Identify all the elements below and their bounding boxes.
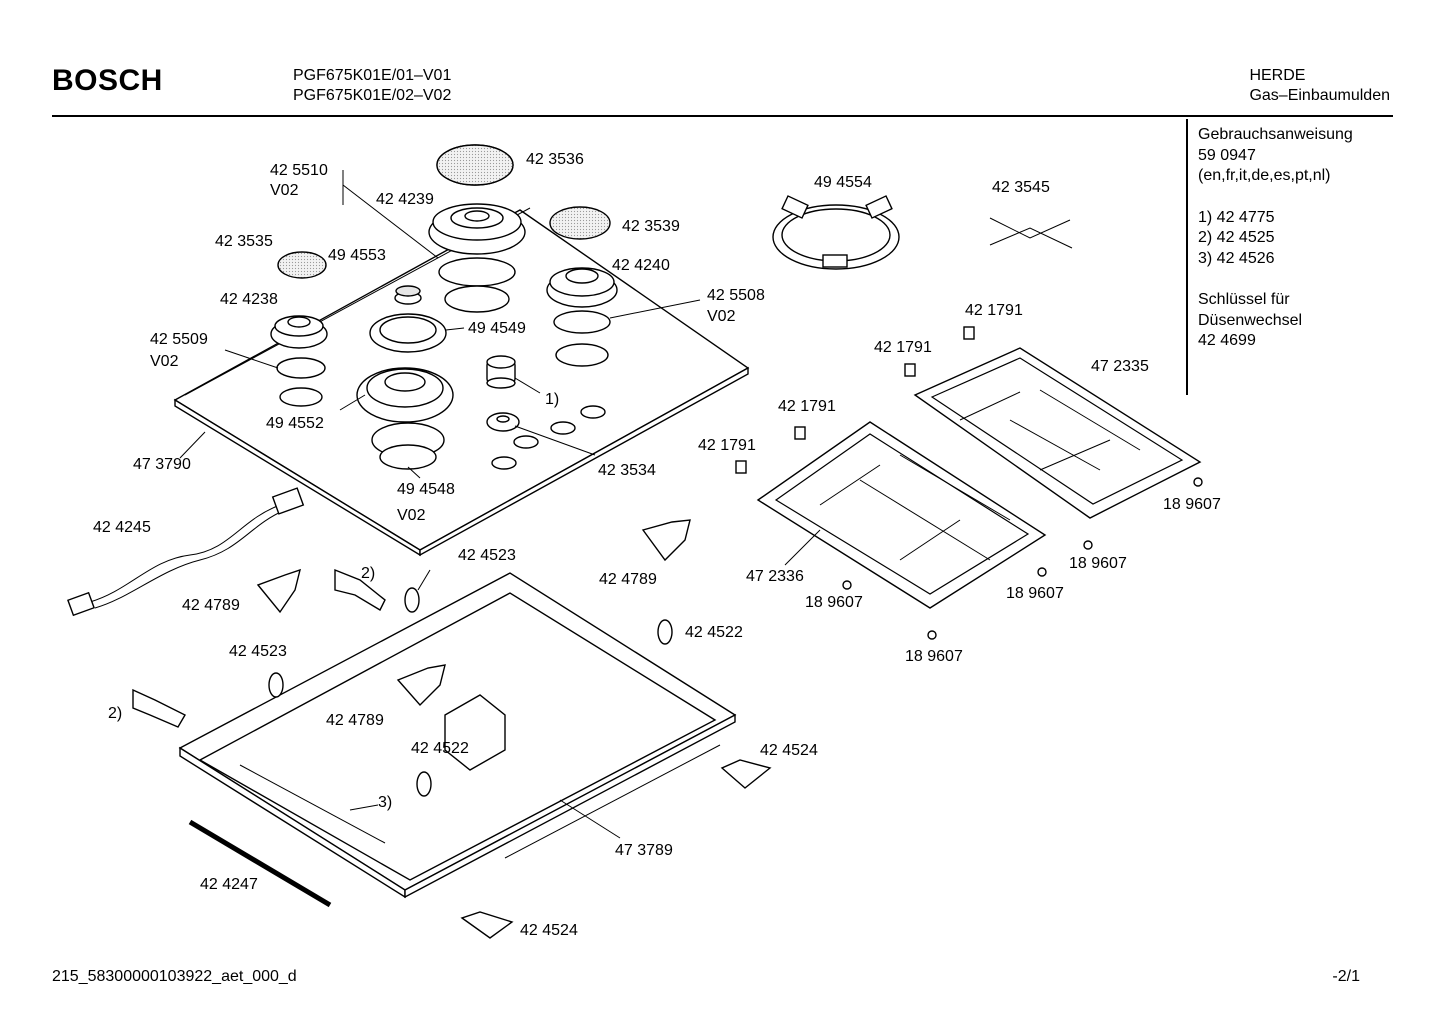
part-label: 42 4789: [599, 571, 657, 588]
part-label: 42 4522: [411, 740, 469, 757]
part-label: 2): [361, 565, 375, 582]
part-label: 42 4523: [229, 643, 287, 660]
document-id: 215_58300000103922_aet_000_d: [52, 968, 297, 985]
control-knob: [486, 355, 516, 389]
bracket-2: [132, 568, 386, 728]
key-number: 42 4699: [1198, 332, 1256, 349]
part-label: 42 3536: [526, 151, 584, 168]
part-label: 42 4523: [458, 547, 516, 564]
part-label: 18 9607: [1163, 496, 1221, 513]
part-label: 47 2335: [1091, 358, 1149, 375]
part-label: 18 9607: [1006, 585, 1064, 602]
part-label: 42 4522: [685, 624, 743, 641]
manual-languages: (en,fr,it,de,es,pt,nl): [1198, 167, 1331, 184]
part-label: 42 4239: [376, 191, 434, 208]
part-label: 42 1791: [698, 437, 756, 454]
model-number: PGF675K01E/02–V02: [293, 87, 452, 104]
part-label: 42 4789: [182, 597, 240, 614]
gasket-strip: [188, 819, 332, 908]
part-label: 1): [545, 391, 559, 408]
rubber-feet: [842, 477, 1203, 640]
part-label: 49 4553: [328, 247, 386, 264]
part-label: 47 2336: [746, 568, 804, 585]
wok-burner: [356, 367, 454, 423]
part-label: 42 3535: [215, 233, 273, 250]
manual-block: Gebrauchsanweisung 59 0947 (en,fr,it,de,…: [1188, 125, 1398, 187]
part-label: 49 4554: [814, 174, 872, 191]
part-label: 49 4549: [468, 320, 526, 337]
manual-label: Gebrauchsanweisung: [1198, 126, 1353, 143]
clip-42-1791: [735, 326, 975, 474]
power-cable: [67, 487, 305, 617]
model-number: PGF675K01E/01–V01: [293, 67, 452, 84]
burner-seal: [371, 422, 445, 470]
part-label: 2): [108, 705, 122, 722]
wok-ring: [369, 313, 447, 353]
note-item: 3) 42 4526: [1198, 249, 1275, 267]
part-label: V02: [397, 507, 426, 524]
part-label: 42 3534: [598, 462, 656, 479]
part-label: 42 4247: [200, 876, 258, 893]
part-label: 42 1791: [874, 339, 932, 356]
part-label: 42 3539: [622, 218, 680, 235]
part-label: 42 3545: [992, 179, 1050, 196]
category: HERDE Gas–Einbaumulden: [1249, 66, 1390, 106]
part-label: 18 9607: [805, 594, 863, 611]
page-number: -2/1: [1332, 968, 1360, 985]
part-label: V02: [707, 308, 736, 325]
part-label: 42 4524: [520, 922, 578, 939]
part-label: 3): [378, 794, 392, 811]
knob-flat: [486, 412, 520, 432]
burner-cap-medium: [549, 206, 611, 240]
grommets: [491, 405, 606, 470]
part-label: 18 9607: [1069, 555, 1127, 572]
part-label: 47 3790: [133, 456, 191, 473]
part-label: 42 5510: [270, 162, 328, 179]
part-label: 42 4245: [93, 519, 151, 536]
key-label: Schlüssel für: [1198, 291, 1290, 308]
part-label: 42 1791: [965, 302, 1023, 319]
key-label: Düsenwechsel: [1198, 311, 1303, 329]
part-label: 42 4789: [326, 712, 384, 729]
part-labels: 42 5510 V02 42 4239 42 3536 42 3539 42 3…: [93, 151, 1221, 939]
brand-logo: BOSCH: [52, 64, 163, 97]
key-block: Schlüssel für Düsenwechsel 42 4699: [1188, 290, 1398, 352]
note-item: 2) 42 4525: [1198, 229, 1275, 246]
leader-lines: [179, 170, 821, 839]
note-item: 1) 42 4775: [1198, 208, 1275, 226]
category-title: HERDE: [1249, 67, 1306, 84]
knob-small: [394, 285, 422, 305]
manual-number: 59 0947: [1198, 146, 1256, 164]
part-label: 42 4524: [760, 742, 818, 759]
part-label: 49 4552: [266, 415, 324, 432]
spring-clips: [256, 519, 691, 707]
part-label: 18 9607: [905, 648, 963, 665]
part-label: 42 5509: [150, 331, 208, 348]
header: BOSCH PGF675K01E/01–V01 PGF675K01E/02–V0…: [0, 0, 1442, 120]
side-panel: Gebrauchsanweisung 59 0947 (en,fr,it,de,…: [1186, 119, 1398, 395]
wok-support: [772, 195, 900, 270]
base-tray: [178, 572, 737, 899]
part-label: 49 4548: [397, 481, 455, 498]
burner-medium: [546, 267, 618, 367]
burner-large: [428, 203, 526, 313]
part-label: 42 4240: [612, 257, 670, 274]
nozzle-holders: [268, 587, 673, 797]
pan-support-right: [913, 347, 1202, 519]
part-label: V02: [270, 182, 299, 199]
part-label: 42 5508: [707, 287, 765, 304]
model-list: PGF675K01E/01–V01 PGF675K01E/02–V02: [293, 66, 451, 106]
pan-support-left: [756, 421, 1047, 609]
part-label: 47 3789: [615, 842, 673, 859]
part-label: V02: [150, 353, 179, 370]
part-label: 42 4238: [220, 291, 278, 308]
burner-cap-small: [277, 251, 327, 279]
header-rule: [52, 115, 1393, 117]
part-label: 42 1791: [778, 398, 836, 415]
fixing-clamps: [460, 759, 772, 939]
simmer-plate: [989, 217, 1073, 249]
category-subtitle: Gas–Einbaumulden: [1249, 87, 1390, 104]
notes-block: 1) 42 4775 2) 42 4525 3) 42 4526: [1188, 208, 1398, 270]
